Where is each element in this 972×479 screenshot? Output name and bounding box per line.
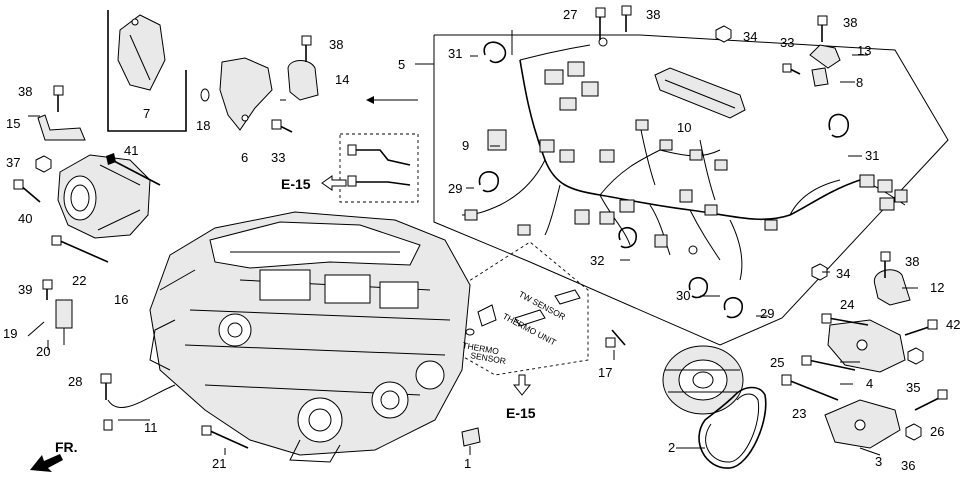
callout-25: 25 [770,355,784,370]
callout-3: 3 [875,454,882,469]
callout-7: 7 [143,106,150,121]
callout-1: 1 [464,456,471,471]
engine-assembly [149,211,471,463]
callout-31: 31 [448,46,462,61]
callout-29: 29 [448,181,462,196]
callout-42: 42 [946,317,960,332]
callout-8: 8 [856,75,863,90]
callout-19: 19 [3,326,17,341]
callout-41: 41 [124,143,138,158]
front-label: FR. [55,439,78,455]
callout-34b: 34 [836,266,850,281]
callout-32: 32 [590,253,604,268]
callout-10: 10 [677,120,691,135]
bracket-15 [37,114,86,141]
alternator-bracket-4 [827,319,906,373]
callout-labels: 1 2 3 4 5 6 7 8 9 10 11 12 13 14 15 16 1… [3,7,960,473]
leader-lines [27,30,918,456]
callout-9: 9 [462,138,469,153]
bolts [13,5,948,449]
wire-harness [461,37,908,281]
fuel-rail-cover [654,67,746,119]
callout-37: 37 [6,155,20,170]
callout-31b: 31 [865,148,879,163]
callout-2: 2 [668,440,675,455]
bracket-14 [287,60,319,101]
oxygen-sensor-11 [103,384,176,431]
callout-36: 36 [901,458,915,473]
callout-5: 5 [398,57,405,72]
callout-6: 6 [241,150,248,165]
callout-38b: 38 [329,37,343,52]
thermo-sensor-label-2: SENSOR [470,350,507,366]
callout-27: 27 [563,7,577,22]
nuts [35,25,924,441]
callout-22: 22 [72,273,86,288]
callout-15: 15 [6,116,20,131]
callout-39: 39 [18,282,32,297]
front-arrow-icon [30,454,63,472]
cover-1 [461,427,481,447]
upper-left-frame [107,10,187,132]
callout-14: 14 [335,72,349,87]
bracket-6 [219,57,273,131]
callout-28: 28 [68,374,82,389]
callout-38a: 38 [18,84,32,99]
callout-11: 11 [144,420,158,435]
alternator [662,345,744,415]
clip-detail-box [339,133,419,203]
arrow-e15-bottom [512,374,532,396]
clip-detail [347,144,411,187]
tw-sensor [465,289,581,336]
callout-26: 26 [930,424,944,439]
callout-23: 23 [792,406,806,421]
callout-34: 34 [743,29,757,44]
callout-30: 30 [676,288,690,303]
callout-24: 24 [840,297,854,312]
bracket-12 [873,269,911,306]
callout-12: 12 [930,280,944,295]
callout-13: 13 [857,43,871,58]
sensor-labels: TW SENSOR THERMO UNIT THERMO SENSOR [462,289,568,366]
callout-33b: 33 [780,35,794,50]
callout-4: 4 [866,376,873,391]
callout-17: 17 [598,365,612,380]
bracket-13-8 [809,44,841,87]
starter-motor [57,154,151,239]
callout-40: 40 [18,211,32,226]
reference-labels: E-15 E-15 FR. [55,176,536,455]
mount-sensor-19 [55,299,73,345]
callout-21: 21 [212,456,226,471]
callout-18: 18 [196,118,210,133]
callout-38e: 38 [905,254,919,269]
alternator-bracket-3 [824,399,901,449]
ref-e15-left: E-15 [281,176,311,192]
bracket-7 [117,14,166,91]
arrow-e15-left [321,175,347,191]
v-belt [698,386,767,469]
callout-16: 16 [114,292,128,307]
callout-29b: 29 [760,306,774,321]
callout-38d: 38 [843,15,857,30]
callout-35: 35 [906,380,920,395]
ref-e15-bottom: E-15 [506,405,536,421]
callout-33: 33 [271,150,285,165]
callout-20: 20 [36,344,50,359]
harness-clips [478,41,849,319]
callout-38c: 38 [646,7,660,22]
